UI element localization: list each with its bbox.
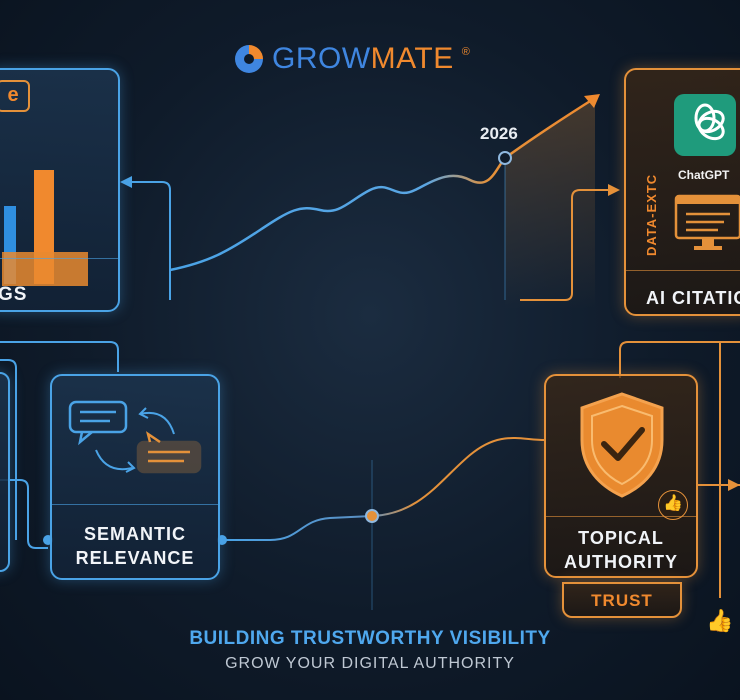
google-badge-icon: e	[0, 80, 30, 112]
year-marker-dot	[498, 151, 512, 165]
footer-subtitle: GROW YOUR DIGITAL AUTHORITY	[225, 655, 515, 672]
brand-registered-mark: ®	[461, 46, 470, 58]
ai-connector	[520, 189, 612, 301]
chatgpt-logo-icon	[674, 94, 736, 156]
right-arrow	[728, 479, 740, 491]
ai-citation-label: AI CITATIO	[646, 288, 740, 308]
rankings-arrow	[120, 176, 132, 188]
growth-glow	[505, 98, 595, 310]
topical-authority-card: 👍 TOPICAL AUTHORITY	[544, 374, 698, 578]
authority-label-line1: TOPICAL	[578, 528, 664, 548]
bar-chart-icon	[2, 170, 88, 286]
rankings-label: GS	[0, 284, 28, 305]
semantic-relevance-label: SEMANTIC RELEVANCE	[52, 522, 218, 570]
right-bracket-outer	[619, 341, 740, 378]
brand-name: GROWMATE	[272, 42, 454, 76]
center-node	[365, 509, 379, 523]
topical-authority-label: TOPICAL AUTHORITY	[546, 526, 696, 574]
trust-badge: TRUST	[562, 582, 682, 618]
monitor-icon	[674, 194, 740, 250]
google-logo-icon	[235, 45, 263, 73]
left-bracket-mid	[0, 359, 17, 540]
trust-label: TRUST	[591, 591, 653, 610]
thumbs-up-icon: 👍	[706, 608, 734, 633]
semantic-label-line1: SEMANTIC	[84, 524, 186, 544]
chatgpt-label: ChatGPT	[678, 168, 730, 182]
left-bracket-top	[0, 341, 119, 372]
thumbs-up-icon: 👍	[658, 490, 688, 520]
brand-part-mate: MATE	[370, 42, 454, 75]
year-label: 2026	[480, 124, 518, 143]
brand-logo: GROWMATE ®	[232, 42, 470, 76]
left-partial-card	[0, 372, 10, 572]
semantic-to-authority-line	[222, 437, 546, 541]
left-bracket-low	[0, 479, 48, 549]
shield-check-icon	[580, 392, 664, 498]
authority-label-line2: AUTHORITY	[564, 552, 678, 572]
ai-arrow	[608, 184, 620, 196]
footer-title: BUILDING TRUSTWORTHY VISIBILITY	[189, 628, 551, 649]
rankings-connector	[128, 181, 171, 300]
semantic-relevance-card: SEMANTIC RELEVANCE	[50, 374, 220, 580]
chat-bubbles-icon	[68, 400, 202, 474]
ai-citation-card: DATA-EXTC ChatGPT AI CITATIO	[624, 68, 740, 316]
data-extc-label: DATA-EXTC	[644, 173, 659, 256]
brand-part-grow: GROW	[272, 42, 371, 75]
semantic-label-line2: RELEVANCE	[75, 548, 195, 568]
rankings-card: e GS	[0, 68, 120, 312]
